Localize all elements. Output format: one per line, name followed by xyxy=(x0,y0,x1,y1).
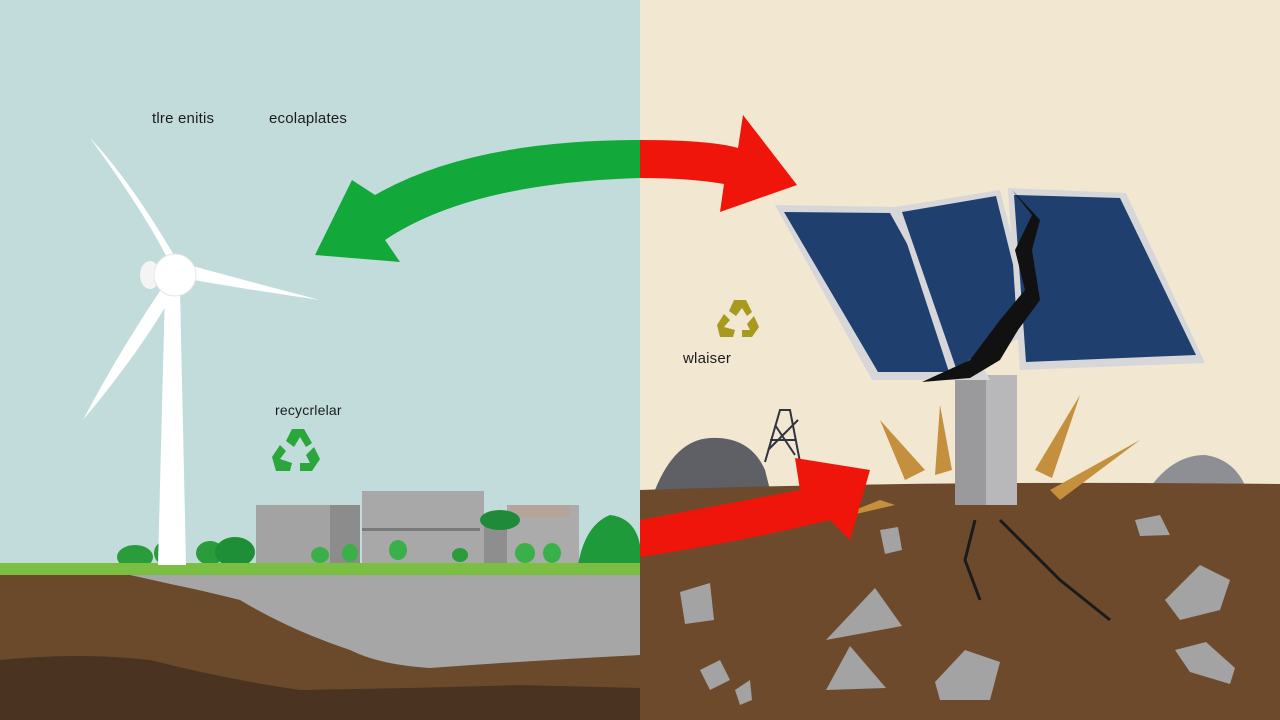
green-recycle-arrow-icon xyxy=(315,140,640,262)
right-panel-artwork xyxy=(640,0,1280,720)
label-top-right: ecolaplates xyxy=(269,110,348,127)
label-top-left: tlre enitis xyxy=(152,110,215,127)
rubble-rocks-icon xyxy=(680,515,1235,705)
broken-solar-panel-icon xyxy=(775,188,1205,382)
left-panel-artwork xyxy=(0,0,640,720)
mine-headframe-icon xyxy=(764,409,801,463)
recycle-symbol-green-icon xyxy=(272,429,320,471)
red-arrow-top-icon xyxy=(640,115,797,212)
right-panel-landfill: wlaiser xyxy=(640,0,1280,720)
rock-pile-icon xyxy=(655,437,770,490)
label-recycle-left: recycrlelar xyxy=(275,402,342,418)
recycling-facility-icon xyxy=(256,491,640,565)
label-recycle-right: wlaiser xyxy=(683,350,732,367)
wind-turbine-icon xyxy=(83,138,320,565)
red-arrow-bottom-icon xyxy=(640,458,870,557)
left-panel-recycling: tlre enitis ecolaplates recycrlelar xyxy=(0,0,640,720)
recycle-symbol-olive-icon xyxy=(717,300,759,337)
